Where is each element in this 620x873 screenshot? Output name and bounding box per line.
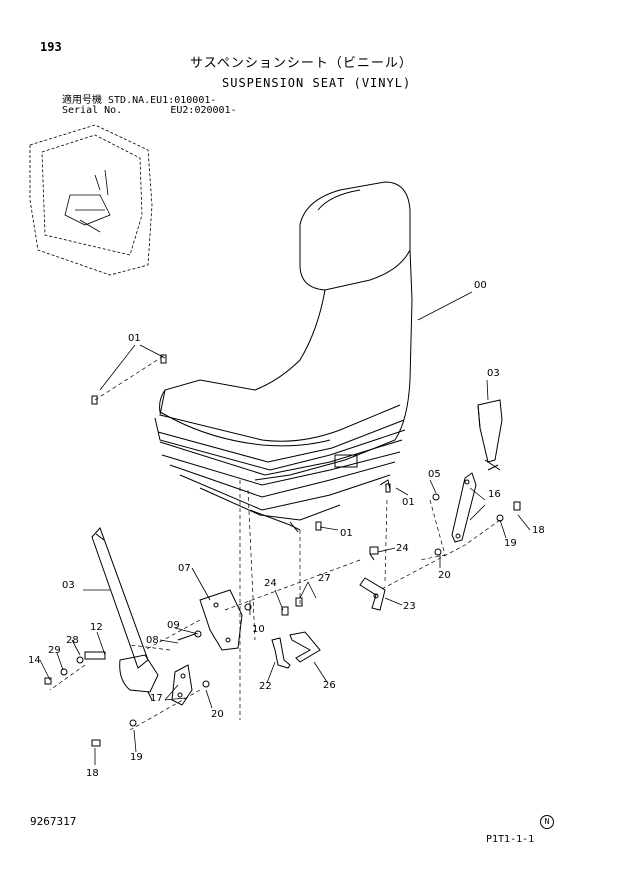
callout-19b: 19 <box>504 538 517 549</box>
title-english: SUSPENSION SEAT (VINYL) <box>222 76 412 90</box>
seat-belt-left <box>91 527 159 701</box>
callout-05: 05 <box>428 469 441 480</box>
title-japanese: サスペンションシート（ビニール） <box>190 56 413 71</box>
document-number: 9267317 <box>30 815 77 828</box>
callout-00: 00 <box>474 280 487 291</box>
assembly-guides <box>49 354 501 731</box>
hardware <box>44 354 521 747</box>
callout-14: 14 <box>28 655 41 666</box>
circle-mark-icon: N <box>540 815 554 829</box>
callout-16: 16 <box>488 489 501 500</box>
callout-01a: 01 <box>128 333 141 344</box>
callout-23: 23 <box>403 601 416 612</box>
callout-01c: 01 <box>340 528 353 539</box>
callout-18b: 18 <box>532 525 545 536</box>
bracket-16 <box>451 472 477 543</box>
callout-18a: 18 <box>86 768 99 779</box>
callout-10: 10 <box>252 624 265 635</box>
bracket-07 <box>199 589 243 651</box>
callout-09: 09 <box>167 620 180 631</box>
callout-07: 07 <box>178 563 191 574</box>
callout-22: 22 <box>259 681 272 692</box>
serial-line-2: Serial No. EU2:020001- <box>62 105 237 116</box>
bracket-23 <box>359 577 386 611</box>
callout-01b: 01 <box>402 497 415 508</box>
seat-belt-buckle <box>477 399 503 471</box>
cab-thumbnail <box>29 124 153 276</box>
callout-12: 12 <box>90 622 103 633</box>
bracket-17 <box>171 664 193 706</box>
callout-20a: 20 <box>211 709 224 720</box>
callout-03b: 03 <box>487 368 500 379</box>
callout-20b: 20 <box>438 570 451 581</box>
leader-lines <box>39 291 531 765</box>
callout-26: 26 <box>323 680 336 691</box>
page-reference: P1T1-1-1 <box>486 834 535 845</box>
callout-03a: 03 <box>62 580 75 591</box>
callout-08: 08 <box>146 635 159 646</box>
callout-19a: 19 <box>130 752 143 763</box>
page-number: 193 <box>40 40 62 54</box>
callout-29: 29 <box>48 645 61 656</box>
callout-17: 17 <box>150 693 163 704</box>
callout-24a: 24 <box>396 543 409 554</box>
bracket-22 <box>271 637 291 669</box>
serial-info: 適用号機 STD.NA.EU1:010001-Serial No. EU2:02… <box>62 96 237 116</box>
seat-assembly <box>154 181 413 533</box>
callout-27: 27 <box>318 573 331 584</box>
callout-28: 28 <box>66 635 79 646</box>
bracket-26 <box>289 631 321 663</box>
serial-line-1: 適用号機 STD.NA.EU1:010001- <box>62 95 217 106</box>
callout-24b: 24 <box>264 578 277 589</box>
